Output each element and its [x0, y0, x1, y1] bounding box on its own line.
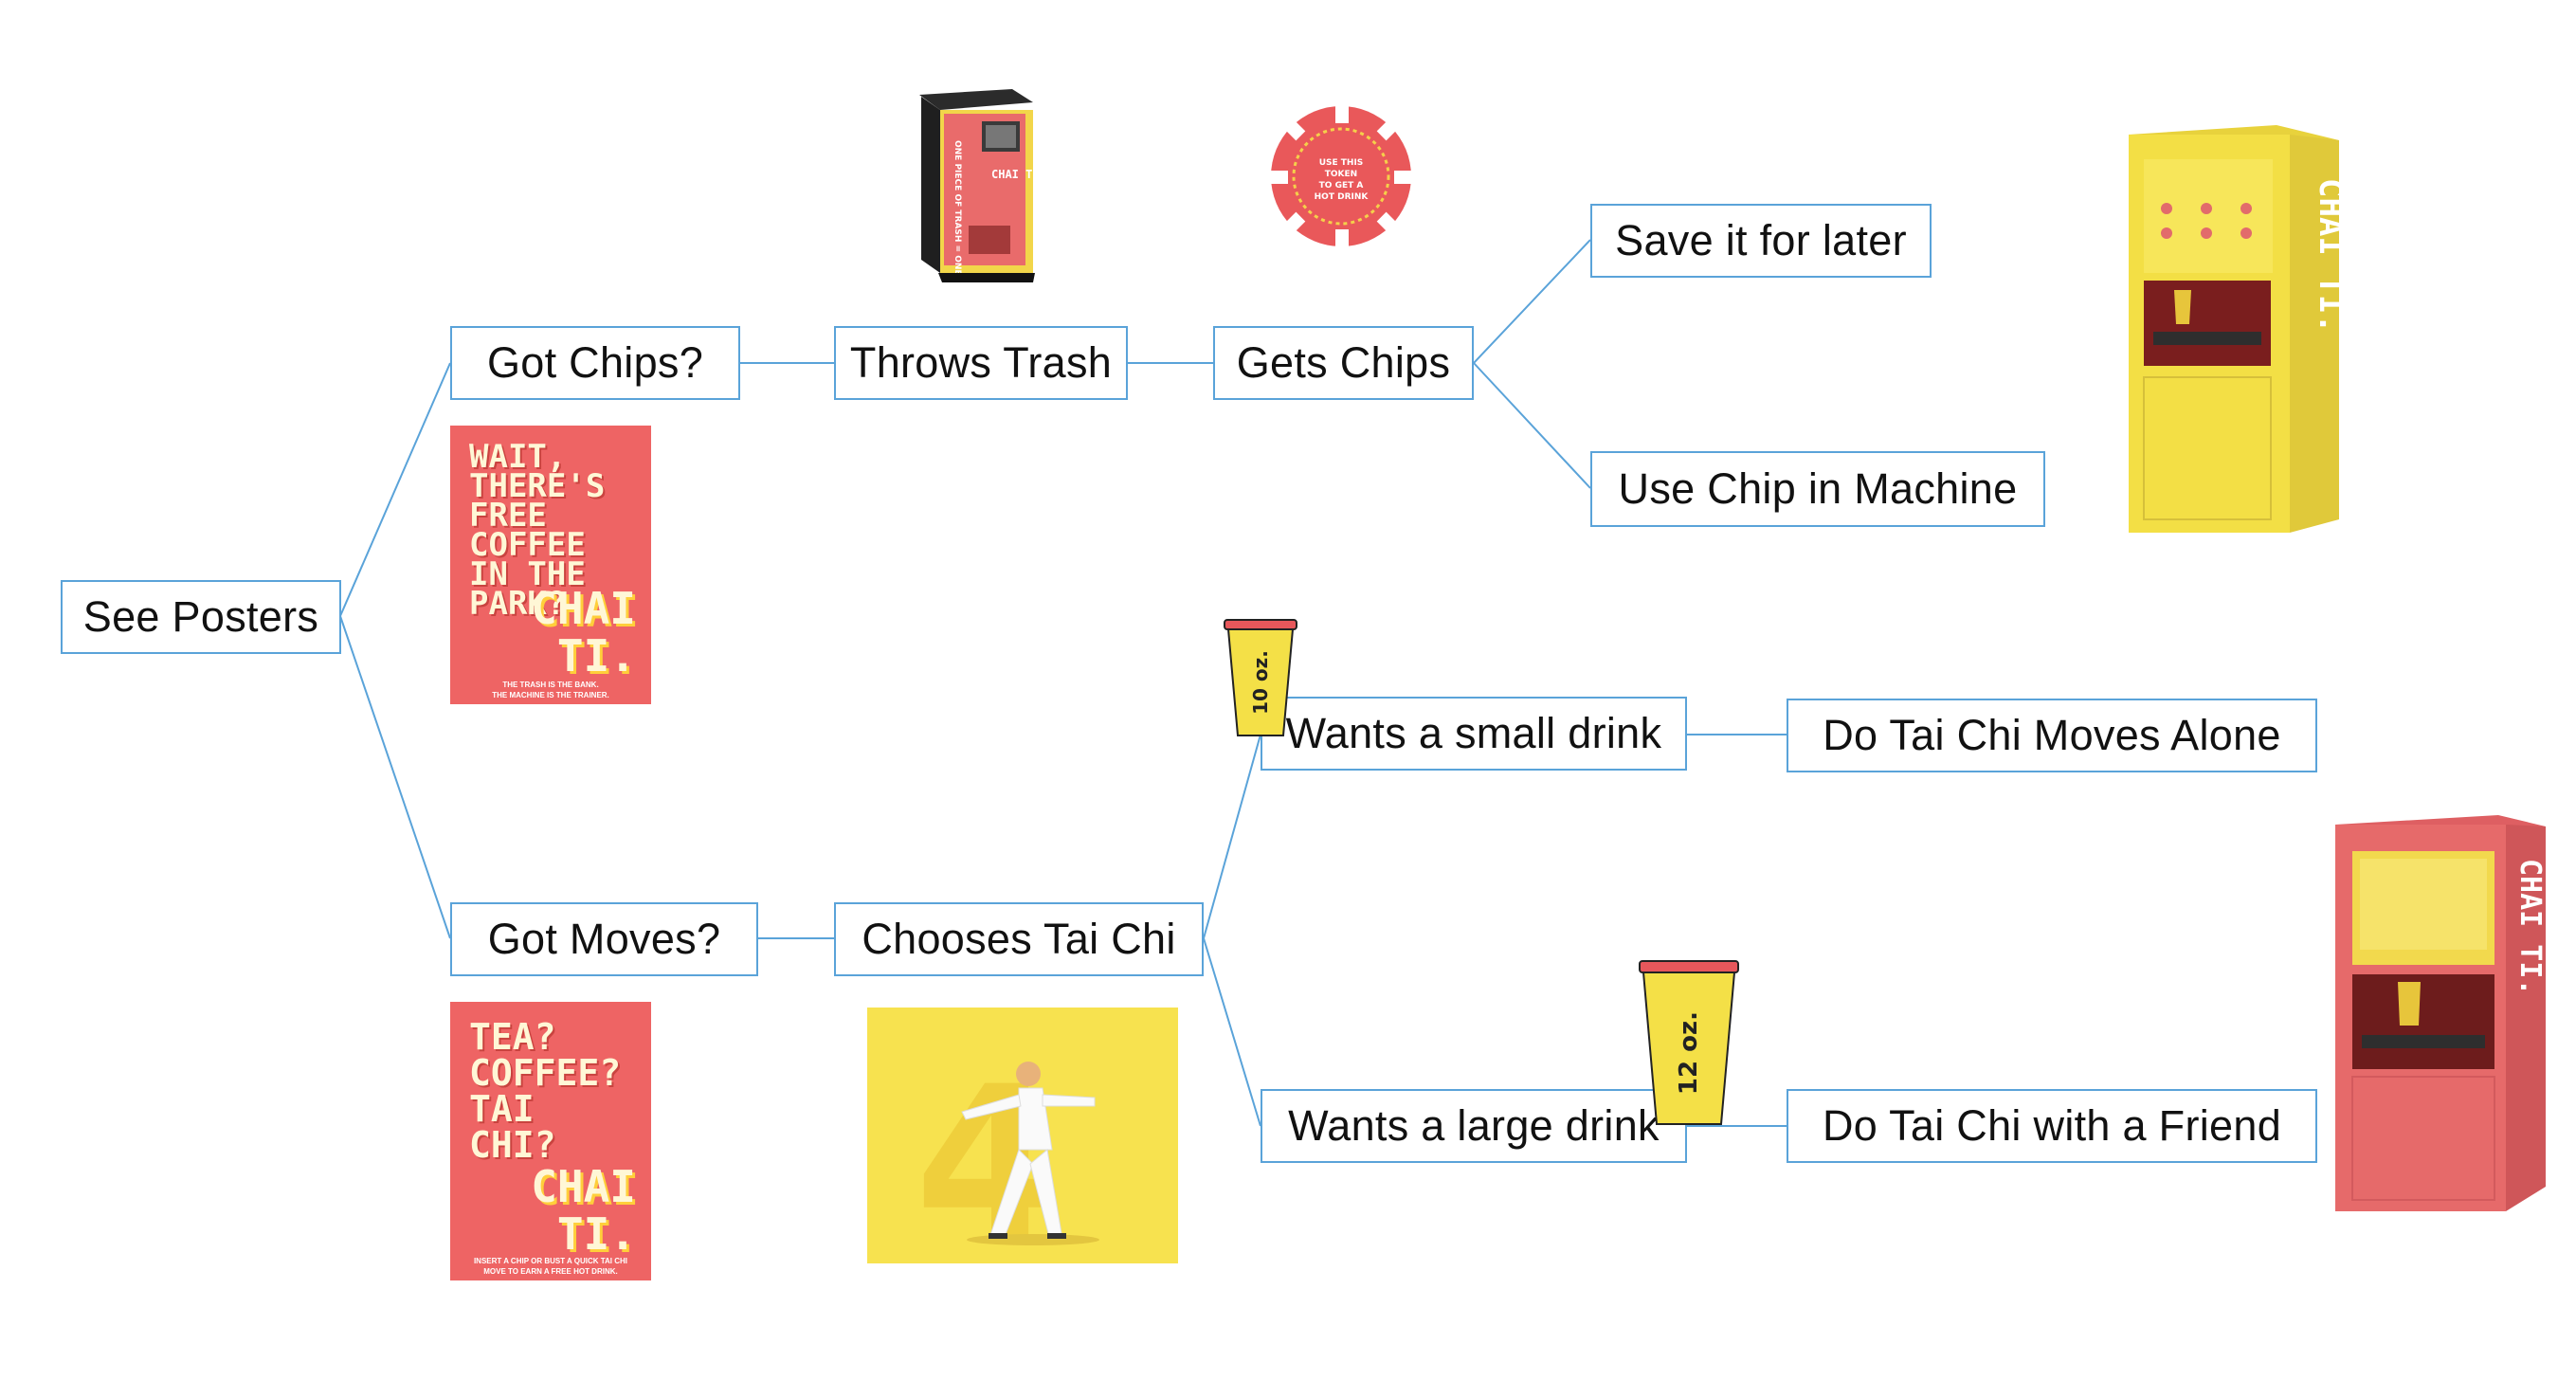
- trash-bin-machine: ONE PIECE OF TRASH = ONE CHIP CHAI TI.: [919, 89, 1043, 292]
- node-label: Got Chips?: [486, 338, 704, 387]
- machine-brand: CHAI TI.: [2513, 859, 2547, 996]
- connector: [1203, 937, 1261, 1127]
- connector: [1203, 734, 1261, 939]
- bin-side-text: ONE PIECE OF TRASH = ONE CHIP: [952, 140, 962, 292]
- node-throws-trash[interactable]: Throws Trash: [834, 326, 1128, 400]
- cup-small-icon: 10 oz.: [1223, 618, 1298, 739]
- tai-chi-illustration: 4: [867, 1008, 1178, 1263]
- node-wants-small[interactable]: Wants a small drink: [1261, 697, 1687, 771]
- poster-free-coffee: WAIT, THERE'S FREE COFFEE IN THE PARK? C…: [450, 426, 651, 708]
- node-got-chips[interactable]: Got Chips?: [450, 326, 740, 400]
- node-label: Chooses Tai Chi: [862, 915, 1176, 963]
- node-label: Throws Trash: [849, 338, 1113, 387]
- node-label: Gets Chips: [1236, 338, 1451, 387]
- node-label: Wants a small drink: [1285, 709, 1662, 757]
- node-got-moves[interactable]: Got Moves?: [450, 902, 758, 976]
- node-label: Do Tai Chi Moves Alone: [1823, 711, 2281, 759]
- node-label: Do Tai Chi with a Friend: [1822, 1101, 2282, 1150]
- red-tea-machine: CHAI TI.: [2331, 811, 2576, 1217]
- node-alone[interactable]: Do Tai Chi Moves Alone: [1787, 699, 2317, 772]
- poster-fine-print: INSERT A CHIP OR BUST A QUICK TAI CHI MO…: [473, 1257, 628, 1276]
- poster-headline: TEA? COFFEE? TAI CHI?: [469, 1016, 622, 1166]
- yellow-tea-machine: CHAI TI.: [2121, 121, 2381, 542]
- bin-brand: CHAI TI.: [991, 168, 1043, 181]
- svg-text:TOKEN: TOKEN: [1325, 170, 1357, 179]
- connector: [1473, 239, 1591, 364]
- node-label: See Posters: [82, 592, 319, 641]
- poster-headline: WAIT, THERE'S FREE COFFEE IN THE PARK?: [469, 438, 606, 623]
- poster-strip: [450, 704, 651, 708]
- poster-tea-coffee: TEA? COFFEE? TAI CHI? CHAI TI. INSERT A …: [450, 1002, 651, 1284]
- node-gets-chips[interactable]: Gets Chips: [1213, 326, 1474, 400]
- node-see-posters[interactable]: See Posters: [61, 580, 341, 654]
- cup-small-label: 10 oz.: [1249, 650, 1272, 715]
- node-label: Got Moves?: [487, 915, 721, 963]
- machine-brand: CHAI TI.: [2312, 178, 2349, 334]
- node-wants-large[interactable]: Wants a large drink: [1261, 1089, 1687, 1163]
- node-friend[interactable]: Do Tai Chi with a Friend: [1787, 1089, 2317, 1163]
- poster-fine-print: THE TRASH IS THE BANK. THE MACHINE IS TH…: [492, 681, 609, 699]
- node-label: Use Chip in Machine: [1618, 464, 2018, 513]
- poster-strip: [450, 1280, 651, 1284]
- node-label: Save it for later: [1615, 216, 1907, 264]
- cup-large-label: 12 oz.: [1675, 1010, 1703, 1096]
- node-save-later[interactable]: Save it for later: [1590, 204, 1932, 278]
- connector: [1473, 362, 1591, 489]
- connector: [339, 362, 451, 617]
- node-chooses-tai-chi[interactable]: Chooses Tai Chi: [834, 902, 1204, 976]
- poster-brand: CHAI TI.: [531, 583, 636, 681]
- svg-text:HOT DRINK: HOT DRINK: [1315, 192, 1370, 202]
- svg-text:TO GET A: TO GET A: [1319, 181, 1364, 191]
- connector: [339, 615, 451, 939]
- token-chip-icon: USE THIS TOKEN TO GET A HOT DRINK: [1271, 106, 1411, 246]
- token-text: USE THIS: [1319, 158, 1364, 168]
- node-use-chip[interactable]: Use Chip in Machine: [1590, 451, 2045, 527]
- poster-brand: CHAI TI.: [531, 1161, 636, 1260]
- cup-large-icon: 12 oz.: [1638, 959, 1740, 1128]
- node-label: Wants a large drink: [1288, 1101, 1660, 1150]
